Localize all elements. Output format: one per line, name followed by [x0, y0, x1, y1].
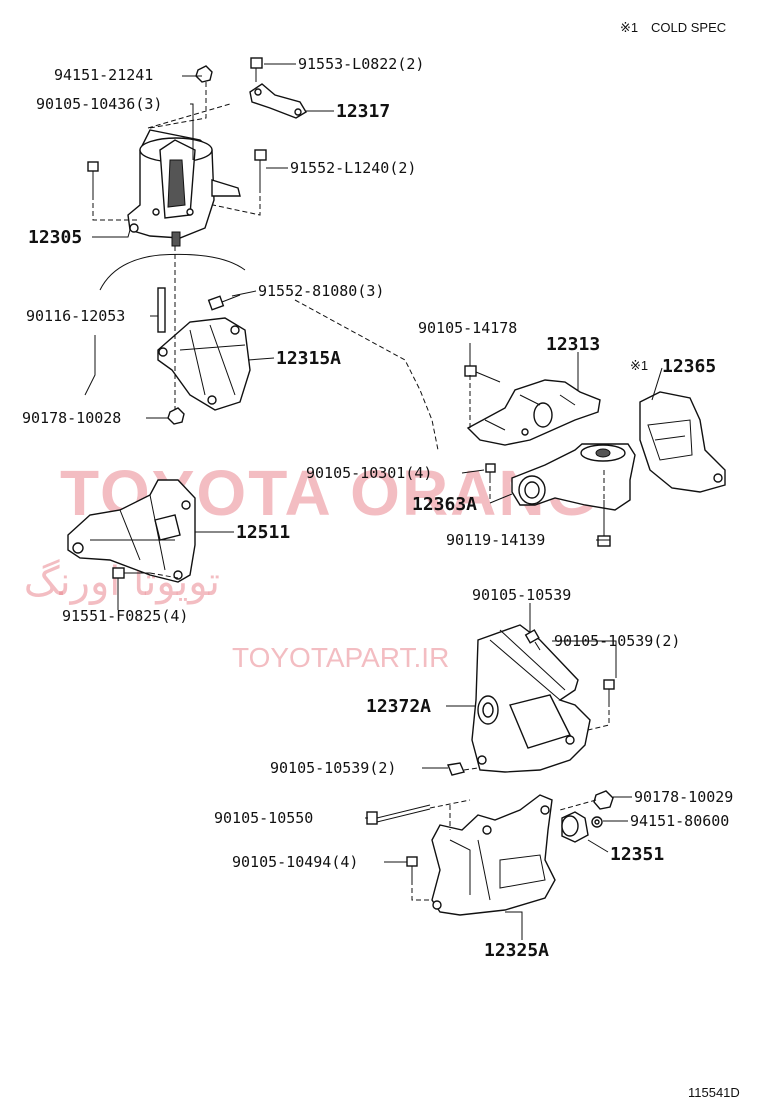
bolt-90105-10539-b — [440, 762, 465, 776]
stud-90116-12053 — [157, 287, 166, 333]
bolt-90105-10539-a — [603, 679, 615, 702]
rod-12363A — [511, 443, 636, 511]
bolt-91553-L0822 — [250, 57, 263, 82]
label-12363A: 12363A — [412, 494, 477, 515]
bracket-12317 — [249, 83, 307, 119]
label-12365-mark: ※1 — [630, 358, 648, 373]
label-90105-10539-2b: 90105-10539(2) — [270, 759, 396, 777]
nut-90178-10029 — [593, 790, 614, 810]
bolt-90119-14139 — [597, 500, 611, 547]
label-90105-10301: 90105-10301(4) — [306, 464, 432, 482]
label-90116-12053: 90116-12053 — [26, 307, 125, 325]
nut-90178-10028 — [167, 407, 185, 425]
note-mark: ※1 — [620, 20, 638, 35]
bracket-12313 — [466, 379, 601, 446]
label-90178-10029: 90178-10029 — [634, 788, 733, 806]
bolt-90105-10436 — [87, 161, 99, 195]
leader-lines — [92, 63, 663, 940]
label-91553-L0822: 91553-L0822(2) — [298, 55, 424, 73]
bracket-12325A — [431, 794, 556, 916]
bolt-90105-10494 — [406, 856, 418, 880]
bolt-91552-L1240 — [254, 149, 267, 188]
mount-12372A — [471, 624, 591, 773]
bolt-90105-10539 — [524, 629, 541, 651]
figure-id: 115541D — [688, 1085, 740, 1100]
label-12511: 12511 — [236, 522, 290, 543]
note-text: COLD SPEC — [651, 20, 726, 35]
label-90105-10550: 90105-10550 — [214, 809, 313, 827]
bolt-91552-81080 — [207, 294, 241, 311]
label-12372A: 12372A — [366, 696, 431, 717]
label-90119-14139: 90119-14139 — [446, 531, 545, 549]
bolt-90105-10550 — [366, 804, 431, 825]
label-12351: 12351 — [610, 844, 664, 865]
bracket-12511 — [67, 479, 196, 583]
label-94151-80600: 94151-80600 — [630, 812, 729, 830]
label-12315A: 12315A — [276, 348, 341, 369]
label-12317: 12317 — [336, 101, 390, 122]
label-12325A: 12325A — [484, 940, 549, 961]
label-90105-10494: 90105-10494(4) — [232, 853, 358, 871]
bushing-12351 — [561, 811, 589, 843]
watermark-url: TOYOTAPART.IR — [232, 642, 449, 673]
cover-12365 — [639, 391, 726, 493]
washer-94151-80600 — [591, 816, 603, 828]
label-12313: 12313 — [546, 334, 600, 355]
label-91552-81080: 91552-81080(3) — [258, 282, 384, 300]
label-90105-14178: 90105-14178 — [418, 319, 517, 337]
engine-mount-12305 — [127, 129, 241, 247]
label-90105-10436: 90105-10436(3) — [36, 95, 162, 113]
label-12365: 12365 — [662, 356, 716, 377]
label-90105-10539-2a: 90105-10539(2) — [554, 632, 680, 650]
label-90178-10028: 90178-10028 — [22, 409, 121, 427]
label-90105-10539: 90105-10539 — [472, 586, 571, 604]
label-91552-L1240: 91552-L1240(2) — [290, 159, 416, 177]
label-91551-F0825: 91551-F0825(4) — [62, 607, 188, 625]
label-12305: 12305 — [28, 227, 82, 248]
nut-94151-21241 — [195, 65, 213, 83]
bracket-12315A — [157, 317, 251, 411]
bolt-90105-10301 — [485, 463, 496, 478]
label-94151-21241: 94151-21241 — [54, 66, 153, 84]
